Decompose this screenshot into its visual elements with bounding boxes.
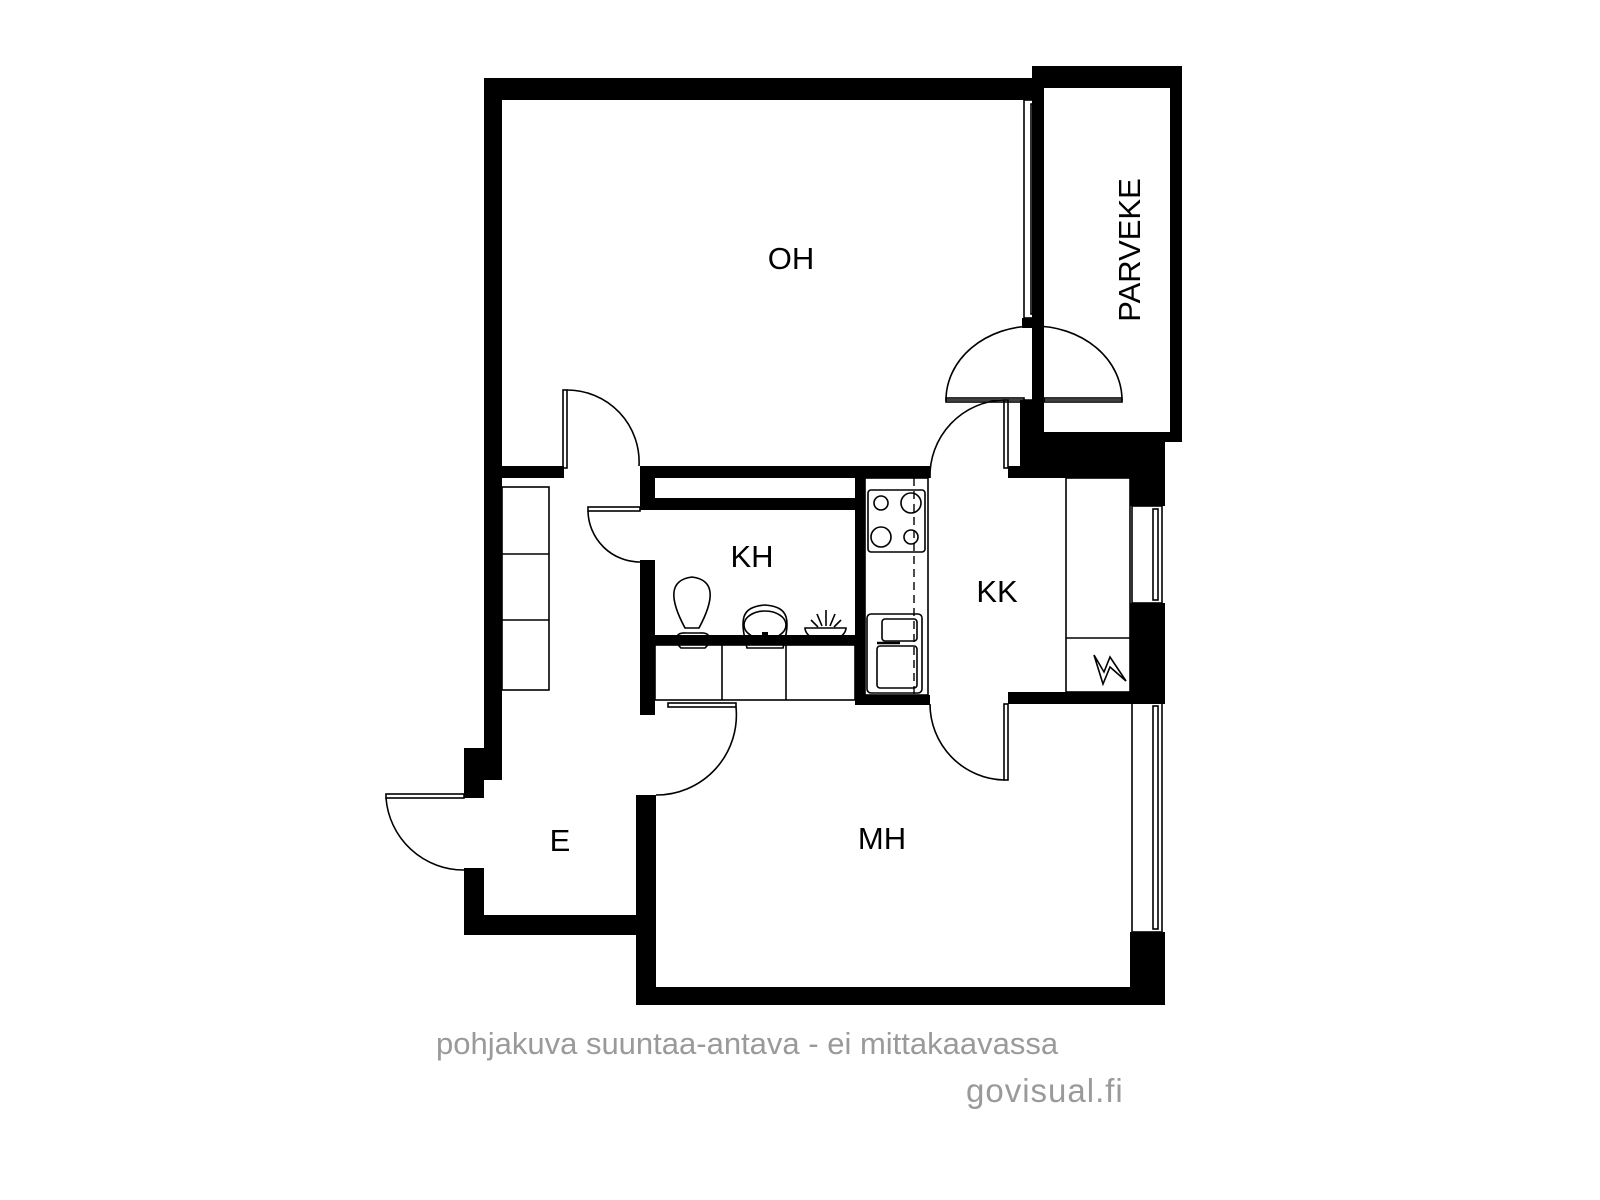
walls: [464, 66, 1182, 1005]
room-label-kh: KH: [730, 539, 773, 574]
room-label-kk: KK: [976, 574, 1018, 609]
room-label-oh: OH: [768, 241, 815, 276]
room-label-mh: MH: [858, 821, 906, 856]
washbasin-icon: [742, 604, 788, 649]
shower-icon: [804, 610, 847, 641]
toilet-icon: [673, 576, 711, 649]
windows: [1023, 99, 1163, 933]
room-label-e: E: [550, 823, 571, 858]
disclaimer-text: pohjakuva suuntaa-antava - ei mittakaava…: [436, 1026, 1059, 1061]
sink-icon: [866, 613, 923, 694]
wardrobes: [501, 486, 856, 701]
doors: [385, 325, 1123, 871]
brand-text: govisual.fi: [966, 1072, 1124, 1109]
fridge-and-panel: [1065, 477, 1131, 693]
electric-panel-icon: [1093, 654, 1127, 687]
room-label-parveke: PARVEKE: [1112, 178, 1147, 322]
bathroom-fixtures: [673, 576, 847, 649]
stove-icon: [867, 489, 926, 553]
kitchen-counter: [864, 477, 929, 696]
